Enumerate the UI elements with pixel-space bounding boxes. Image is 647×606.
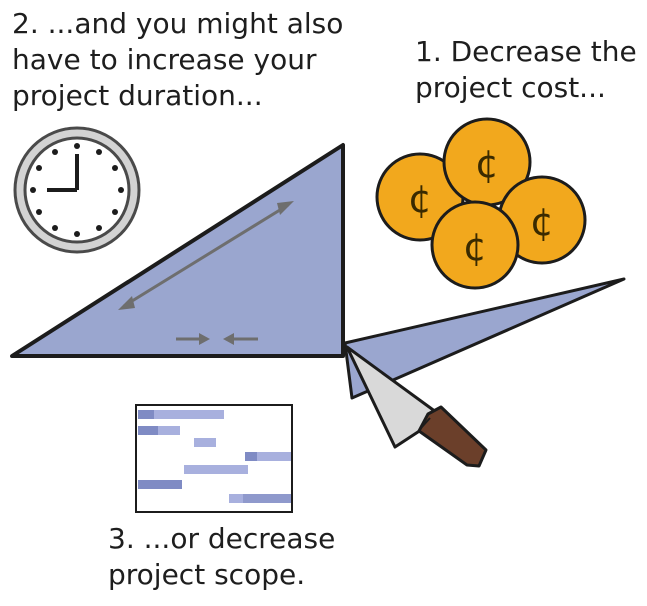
caption-line: have to increase your — [12, 43, 317, 76]
caption-line: project scope. — [108, 558, 306, 591]
knife-icon — [345, 345, 488, 468]
coin-symbol: ¢ — [530, 200, 554, 244]
clock-icon — [13, 126, 141, 254]
caption-decrease-scope: 3. ...or decrease project scope. — [108, 521, 335, 593]
coin-bottom: ¢ — [430, 200, 520, 290]
coin-symbol: ¢ — [475, 142, 499, 186]
caption-line: 3. ...or decrease — [108, 522, 336, 555]
caption-increase-duration: 2. ...and you might also have to increas… — [12, 6, 343, 114]
caption-line: project duration... — [12, 79, 263, 112]
caption-line: 2. ...and you might also — [12, 7, 344, 40]
converging-arrows-icon — [176, 333, 258, 345]
caption-decrease-cost: 1. Decrease the project cost... — [415, 34, 637, 106]
gantt-chart-icon — [135, 404, 293, 513]
gantt-bars — [138, 410, 291, 503]
caption-line: 1. Decrease the — [415, 35, 637, 68]
coin-right: ¢ — [497, 175, 587, 265]
duration-double-arrow-icon — [118, 201, 294, 310]
project-triangle — [10, 143, 345, 358]
caption-line: project cost... — [415, 71, 606, 104]
coin-symbol: ¢ — [463, 225, 487, 269]
coin-stack-icon: ¢ ¢ ¢ ¢ — [375, 117, 587, 290]
coin-symbol: ¢ — [408, 177, 432, 221]
cut-triangle-wedge — [343, 277, 626, 400]
